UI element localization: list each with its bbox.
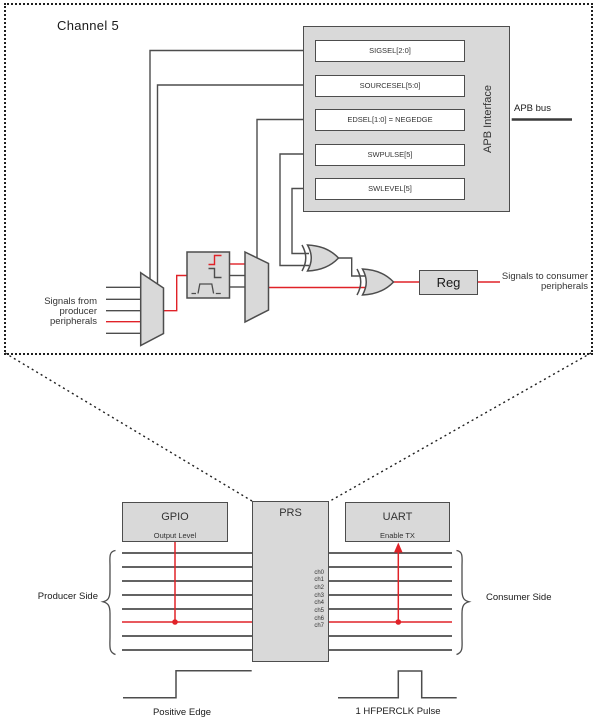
channel-title: Channel 5 (57, 18, 119, 33)
prs-title: PRS (279, 507, 302, 519)
channel-label-ch5: ch5 (314, 608, 324, 614)
apb-interface-block: SIGSEL[2:0] SOURCESEL[5:0] EDSEL[1:0] = … (303, 26, 510, 212)
gpio-title: GPIO (161, 511, 189, 523)
channel-label-ch0: ch0 (314, 569, 324, 576)
rising-edge-icon (208, 254, 222, 266)
gpio-tap-dot (172, 619, 178, 625)
channel-label-ch6: ch6 (314, 615, 324, 622)
uart-signal-label: Enable TX (380, 531, 415, 540)
channel-label-ch7: ch7 (314, 623, 324, 630)
positive-edge-label: Positive Edge (152, 707, 212, 718)
channel-label-ch3: ch3 (314, 592, 324, 599)
consumer-signals-label: Signals to consumer peripherals (501, 271, 588, 292)
apb-interface-label: APB Interface (482, 85, 494, 153)
uart-tap (394, 542, 403, 625)
red-signal-path (106, 263, 500, 323)
gpio-block: GPIO Output Level (122, 502, 228, 542)
uart-block: UART Enable TX (345, 502, 450, 542)
config-wires (106, 49, 365, 334)
register-swpulse: SWPULSE[5] (315, 143, 465, 166)
xor-gate-1 (301, 244, 340, 272)
register-swlevel: SWLEVEL[5] (315, 178, 465, 200)
apb-bus-label: APB bus (514, 103, 551, 114)
channel-label-ch4: ch4 (314, 600, 324, 607)
register-edsel: EDSEL[1:0] = NEGEDGE (315, 109, 465, 131)
output-register-block: Reg (419, 270, 478, 295)
gpio-signal-label: Output Level (153, 531, 197, 540)
register-sigsel: SIGSEL[2:0] (315, 40, 465, 62)
producer-signals-label: Signals from producer peripherals (44, 296, 97, 327)
prs-block: PRS ch0 ch1 ch2 ch3 ch4 ch5 ch6 ch7 (252, 501, 329, 662)
pulse-waveform (338, 670, 457, 699)
uart-arrow-head (394, 542, 403, 553)
falling-edge-icon (208, 267, 222, 279)
positive-edge-waveform (123, 669, 252, 699)
edge-select-mux (244, 250, 270, 324)
producer-signal-mux (139, 271, 165, 347)
register-sourcesel: SOURCESEL[5:0] (315, 74, 465, 97)
channel-detail-frame (4, 3, 593, 355)
consumer-brace (456, 549, 472, 656)
producer-brace (100, 549, 116, 656)
channel-label-ch2: ch2 (314, 584, 324, 591)
uart-title: UART (382, 511, 413, 523)
xor-gate-2 (356, 268, 395, 296)
uart-tap-dot (395, 619, 402, 625)
producer-side-label: Producer Side (37, 591, 98, 602)
consumer-side-label: Consumer Side (486, 592, 552, 603)
hfperclk-pulse-label: 1 HFPERCLK Pulse (355, 706, 441, 717)
zoom-guide-lines (4, 352, 592, 502)
edge-detector-box (186, 251, 231, 299)
pulse-edge-icon (191, 283, 221, 295)
gpio-tap (172, 542, 178, 625)
channel-label-ch1: ch1 (314, 577, 324, 584)
